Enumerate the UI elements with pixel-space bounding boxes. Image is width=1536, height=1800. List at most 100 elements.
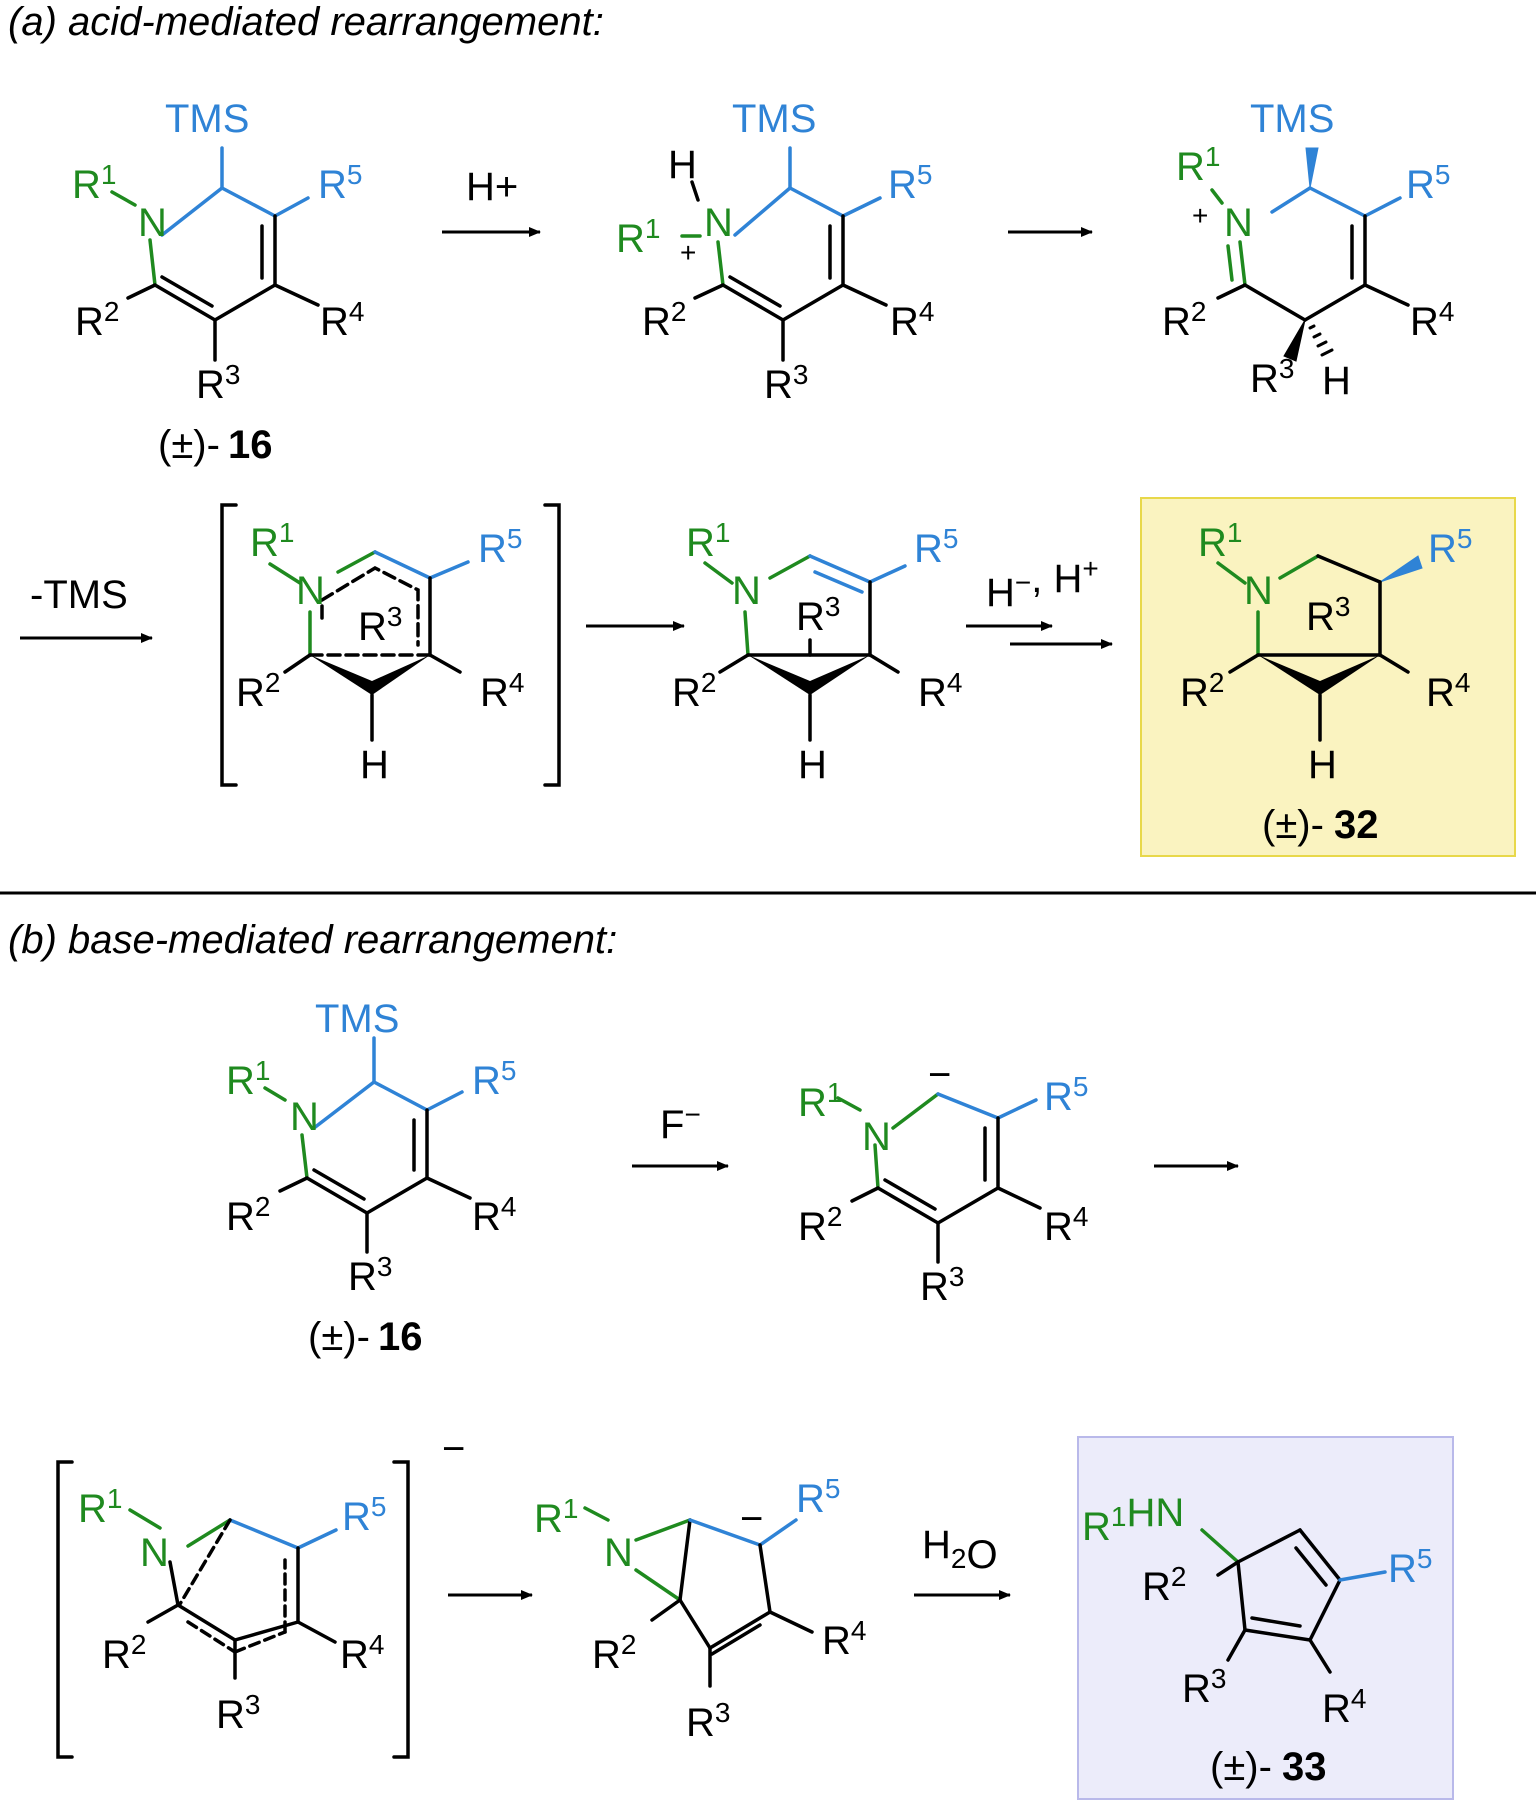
a6-r3-part: R bbox=[1306, 595, 1335, 639]
a5-r1-part: 1 bbox=[715, 517, 731, 548]
b1-n-part: N bbox=[290, 1095, 319, 1139]
a4-r5-label: R5 bbox=[478, 523, 522, 571]
b4-r5-part: 5 bbox=[371, 1491, 387, 1522]
intermediate-a4-bracket bbox=[220, 503, 561, 787]
a2-n-part: N bbox=[704, 201, 733, 245]
b6-cpd33-num-label: 33 bbox=[1282, 1745, 1327, 1789]
b6-cpd33-num-part: 33 bbox=[1282, 1745, 1327, 1789]
b4-n-label: N bbox=[140, 1531, 169, 1575]
b2-r3-part: R bbox=[920, 1265, 949, 1309]
b5-r3-part: 3 bbox=[715, 1697, 731, 1728]
a3-r3-part: R bbox=[1250, 357, 1279, 401]
a-reagent-hh-part: − bbox=[1015, 567, 1031, 598]
b5-r4-part: 4 bbox=[851, 1615, 867, 1646]
b5-r5-label: R5 bbox=[796, 1473, 840, 1521]
a3-r5-part: 5 bbox=[1435, 159, 1451, 190]
a4-r4-part: R bbox=[480, 671, 509, 715]
a3-tms-part: TMS bbox=[1250, 97, 1334, 141]
arrows-section-b bbox=[448, 1161, 1239, 1600]
b5-n-part: N bbox=[604, 1531, 633, 1575]
a5-h-label: H bbox=[798, 743, 827, 787]
a4-r5-part: 5 bbox=[507, 523, 523, 554]
b1-cpd16-part: (±)- bbox=[308, 1315, 370, 1359]
b5-r3-part: R bbox=[686, 1701, 715, 1745]
b5-n-label: N bbox=[604, 1531, 633, 1575]
a1-tms-label: TMS bbox=[165, 97, 249, 141]
a5-r5-label: R5 bbox=[914, 523, 958, 571]
b4-minus-part: − bbox=[442, 1427, 465, 1471]
a5-r1-part: R bbox=[686, 521, 715, 565]
b-reagent-f-part: F bbox=[660, 1103, 684, 1147]
a4-h-part: H bbox=[360, 743, 389, 787]
b4-r1-part: 1 bbox=[107, 1483, 123, 1514]
b6-r4-label: R4 bbox=[1322, 1683, 1366, 1731]
b6-cpd33-label: (±)- bbox=[1210, 1745, 1272, 1789]
a6-h-part: H bbox=[1308, 743, 1337, 787]
compound-b5-aziridine bbox=[583, 1506, 814, 1688]
b1-cpd16-label: (±)- bbox=[308, 1315, 370, 1359]
compound-b2-anion bbox=[836, 1092, 1042, 1264]
b4-r3-part: 3 bbox=[245, 1689, 261, 1720]
compound-a5-bicycle bbox=[703, 554, 907, 742]
b6-r3-label: R3 bbox=[1182, 1663, 1226, 1711]
a1-r1-part: R bbox=[72, 163, 101, 207]
a2-r3-part: R bbox=[764, 363, 793, 407]
b2-r1-part: R bbox=[798, 1081, 827, 1125]
b5-r5-part: R bbox=[796, 1477, 825, 1521]
b4-n-part: N bbox=[140, 1531, 169, 1575]
a4-r4-label: R4 bbox=[480, 667, 524, 715]
a5-n-part: N bbox=[732, 569, 761, 613]
a6-r1-part: 1 bbox=[1227, 517, 1243, 548]
a1-r2-label: R2 bbox=[75, 296, 119, 344]
a5-r4-part: R bbox=[918, 671, 947, 715]
a3-r4-part: 4 bbox=[1439, 296, 1455, 327]
section-a-title: (a) acid-mediated rearrangement: bbox=[8, 0, 604, 44]
b2-r4-label: R4 bbox=[1044, 1201, 1088, 1249]
a5-r3-part: R bbox=[796, 595, 825, 639]
a6-cpd32-num-label: 32 bbox=[1334, 803, 1379, 847]
b2-r1-part: 1 bbox=[827, 1077, 843, 1108]
a-reagent-hh-part: + bbox=[1082, 553, 1098, 584]
b1-n-label: N bbox=[290, 1095, 319, 1139]
a1-r4-label: R4 bbox=[320, 296, 364, 344]
b5-r2-part: 2 bbox=[621, 1629, 637, 1660]
a3-plus-part: + bbox=[1192, 200, 1208, 231]
b5-r5-part: 5 bbox=[825, 1473, 841, 1504]
b6-r1hn-part: R bbox=[1082, 1505, 1111, 1549]
b6-r4-part: R bbox=[1322, 1687, 1351, 1731]
a1-n-label: N bbox=[138, 201, 167, 245]
b4-r3-part: R bbox=[216, 1693, 245, 1737]
a6-cpd32-label: (±)- bbox=[1262, 803, 1324, 847]
a4-r1-part: 1 bbox=[279, 517, 295, 548]
b1-r5-label: R5 bbox=[472, 1055, 516, 1103]
b2-r4-part: R bbox=[1044, 1205, 1073, 1249]
a1-r2-part: R bbox=[75, 300, 104, 344]
b2-r5-label: R5 bbox=[1044, 1071, 1088, 1119]
a-reagent-hh-part: , H bbox=[1031, 557, 1082, 601]
a3-r1-label: R1 bbox=[1176, 141, 1220, 189]
b5-r2-label: R2 bbox=[592, 1629, 636, 1677]
a6-r2-part: 2 bbox=[1209, 667, 1225, 698]
b1-r5-part: 5 bbox=[501, 1055, 517, 1086]
a4-h-label: H bbox=[360, 743, 389, 787]
b6-r3-part: 3 bbox=[1211, 1663, 1227, 1694]
b5-r3-label: R3 bbox=[686, 1697, 730, 1745]
a2-r3-part: 3 bbox=[793, 359, 809, 390]
a-reagent-tms-label: -TMS bbox=[30, 573, 128, 617]
b5-r4-label: R4 bbox=[822, 1615, 866, 1663]
b5-r2-part: R bbox=[592, 1633, 621, 1677]
b4-minus-label: − bbox=[442, 1427, 465, 1471]
a1-r3-part: 3 bbox=[225, 359, 241, 390]
a5-r5-part: R bbox=[914, 527, 943, 571]
a6-r2-label: R2 bbox=[1180, 667, 1224, 715]
a1-r3-part: R bbox=[196, 363, 225, 407]
a2-plus-label: + bbox=[680, 237, 696, 268]
a2-tms-label: TMS bbox=[732, 97, 816, 141]
a-reagent-tms-part: -TMS bbox=[30, 573, 128, 617]
a6-r1-label: R1 bbox=[1198, 517, 1242, 565]
b-reagent-h2o-part: 2 bbox=[951, 1543, 967, 1574]
a5-r4-part: 4 bbox=[947, 667, 963, 698]
b1-r3-label: R3 bbox=[348, 1251, 392, 1299]
b6-r1hn-part: HN bbox=[1126, 1491, 1184, 1535]
